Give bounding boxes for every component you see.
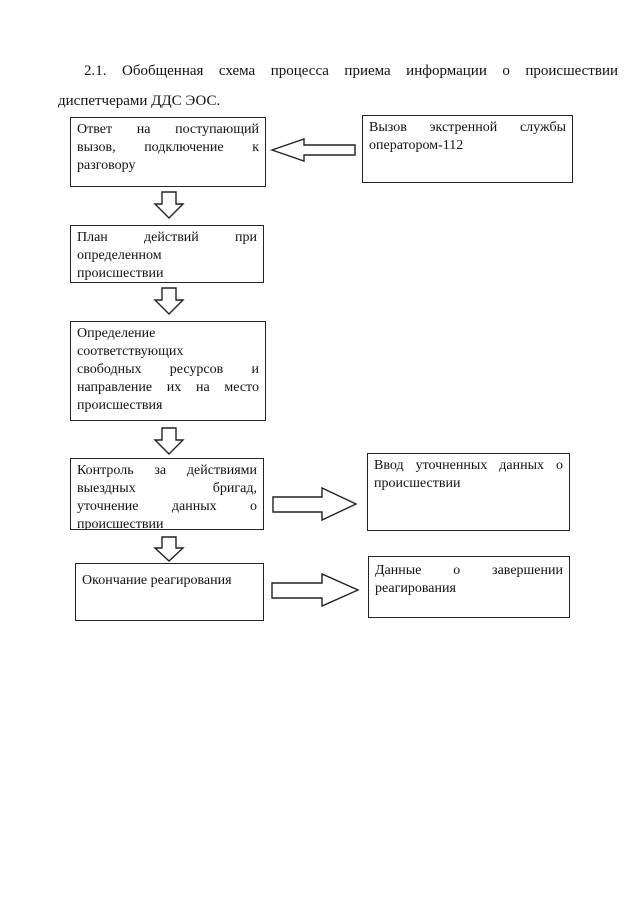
box-completion-data-line: реагирования	[375, 581, 456, 596]
arrow-down-icon	[153, 536, 185, 562]
box-end-response: Окончание реагирования	[75, 563, 264, 621]
box-control-line: уточнение данных о	[77, 499, 257, 514]
box-refined-data-line: Ввод уточненных данных о	[374, 458, 563, 473]
box-answer-call-line: разговору	[77, 158, 136, 173]
box-emergency-call-line: Вызов экстренной службы	[369, 120, 566, 135]
box-control-line: Контроль за действиями	[77, 463, 257, 478]
box-control: Контроль за действиями выездных бригад, …	[70, 458, 264, 530]
box-action-plan-line: определенном	[77, 248, 162, 263]
page-heading: 2.1. Обобщенная схема процесса приема ин…	[58, 56, 618, 116]
box-answer-call: Ответ на поступающий вызов, подключение …	[70, 117, 266, 187]
box-control-line: выездных бригад,	[77, 481, 257, 496]
heading-line-1: 2.1. Обобщенная схема процесса приема ин…	[84, 63, 618, 79]
box-resources-line: направление их на место	[77, 380, 259, 395]
box-emergency-call: Вызов экстренной службы оператором-112	[362, 115, 573, 183]
arrow-down-icon	[153, 191, 185, 219]
box-answer-call-line: вызов, подключение к	[77, 140, 259, 155]
box-emergency-call-line: оператором-112	[369, 138, 464, 153]
box-resources-line: происшествия	[77, 398, 163, 413]
box-action-plan-line: происшествии	[77, 266, 164, 281]
box-refined-data-line: происшествии	[374, 476, 461, 491]
box-answer-call-line: Ответ на поступающий	[77, 122, 259, 137]
box-completion-data-line: Данные о завершении	[375, 563, 563, 578]
box-resources-line: соответствующих	[77, 344, 184, 359]
arrow-right-icon	[272, 486, 358, 522]
box-resources-line: свободных ресурсов и	[77, 362, 259, 377]
arrow-down-icon	[153, 287, 185, 315]
box-action-plan-line: План действий при	[77, 230, 257, 245]
box-resources: Определение соответствующих свободных ре…	[70, 321, 266, 421]
box-resources-line: Определение	[77, 326, 156, 341]
arrow-down-icon	[153, 427, 185, 455]
box-completion-data: Данные о завершении реагирования	[368, 556, 570, 618]
box-action-plan: План действий при определенном происшест…	[70, 225, 264, 283]
arrow-right-icon	[271, 572, 360, 608]
box-end-response-line: Окончание реагирования	[82, 573, 232, 588]
box-control-line: происшествии	[77, 517, 164, 530]
arrow-left-icon	[269, 138, 356, 162]
box-refined-data: Ввод уточненных данных о происшествии	[367, 453, 570, 531]
heading-line-2: диспетчерами ДДС ЭОС.	[58, 93, 221, 109]
